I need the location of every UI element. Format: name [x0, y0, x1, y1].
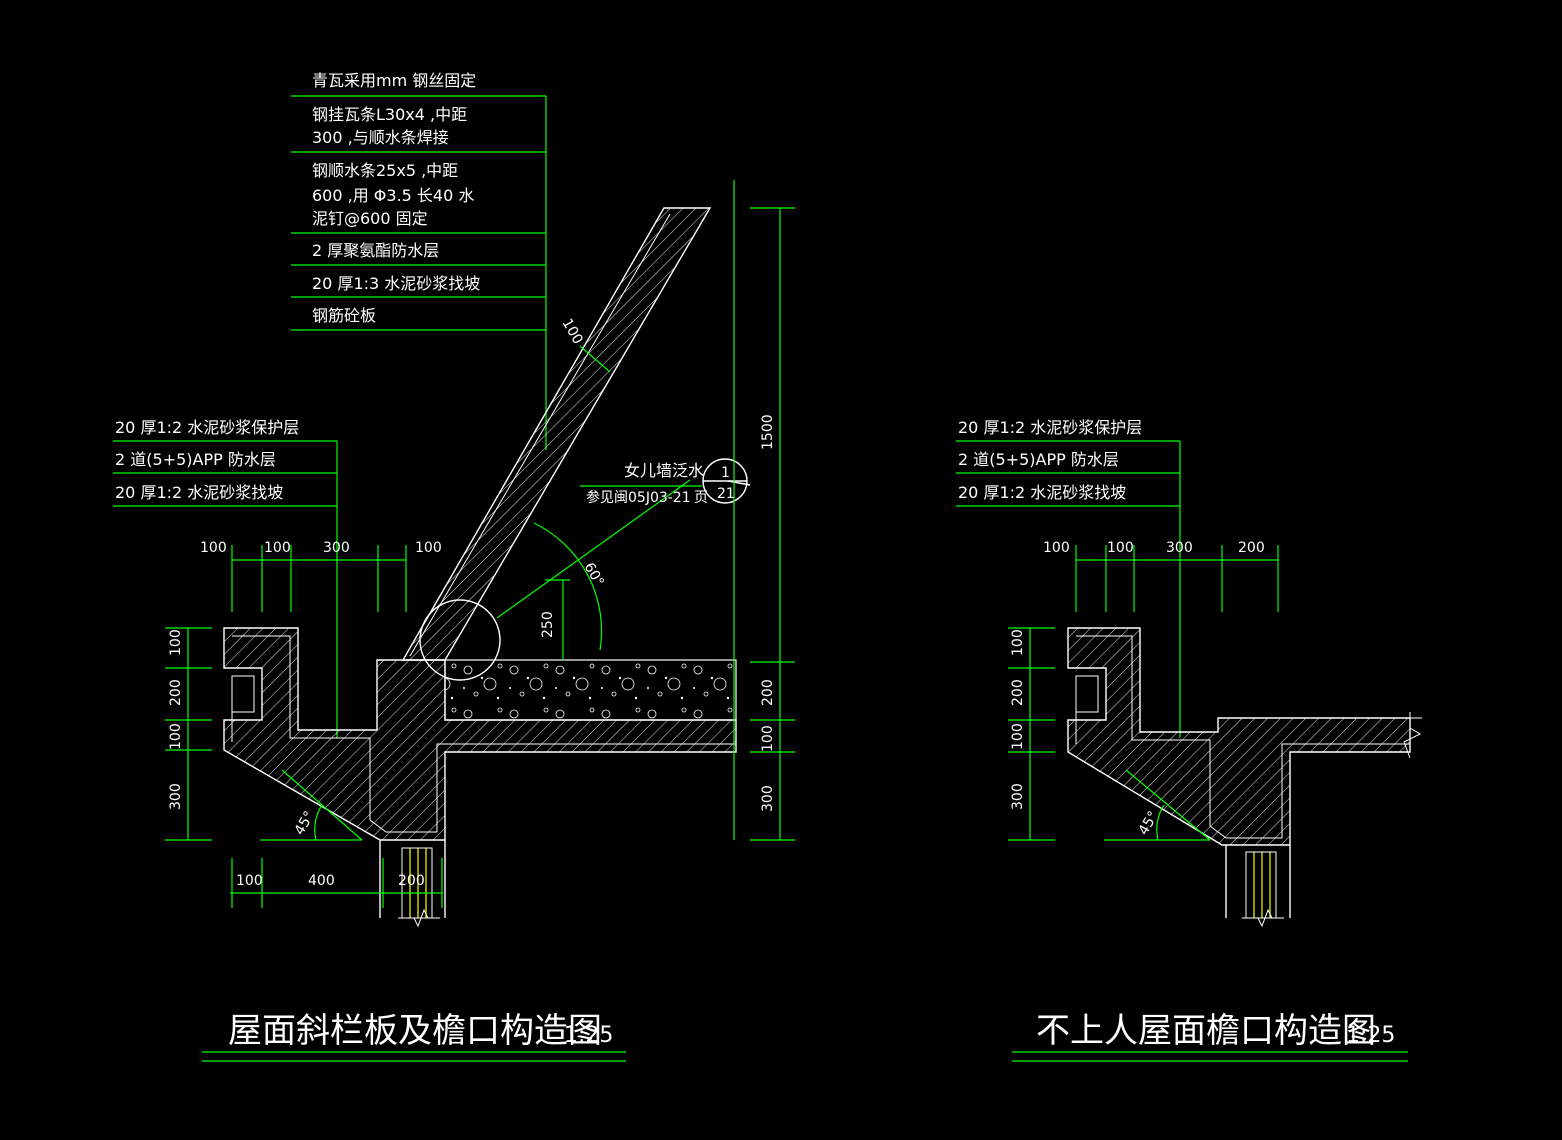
right-gutter-angle-mark [1104, 769, 1211, 841]
upper-note-leaders [291, 95, 547, 450]
eave-gutter-concrete [223, 627, 737, 841]
wall-below-left [379, 840, 446, 928]
right-left-vdim-4: 300 [1010, 783, 1026, 810]
right-break-line [1403, 712, 1422, 759]
height-1500-label: 1500 [760, 414, 776, 450]
right-vdims-labels: 200 100 300 [760, 679, 776, 812]
parapet-flashing-callout [580, 458, 751, 504]
right-note-3: 20 厚1:2 水泥砂浆找坡 [958, 483, 1126, 502]
lower-notes: 20 厚1:2 水泥砂浆保护层 2 道(5+5)APP 防水层 20 厚1:2 … [115, 418, 299, 502]
right-top-dimension-chain [1075, 545, 1279, 612]
right-top-dim-4: 200 [1238, 540, 1265, 556]
top-dim-4: 100 [415, 540, 442, 556]
reference-top: 1 [721, 465, 730, 481]
right-vdim-2: 100 [760, 725, 776, 752]
top-dimension-chain [231, 545, 407, 612]
angle-label: 60° [581, 560, 607, 590]
upper-note-1-line-1: 青瓦采用mm 钢丝固定 [312, 71, 476, 90]
bottom-dim-1: 100 [236, 873, 263, 889]
angle-construction [496, 345, 691, 660]
right-vdims-labels: 100 200 100 300 [1010, 629, 1026, 810]
bottom-dim-3: 200 [398, 873, 425, 889]
upper-notes: 青瓦采用mm 钢丝固定 钢挂瓦条L30x4 ,中距 300 ,与顺水条焊接 钢顺… [312, 71, 480, 325]
right-eave-concrete [1067, 627, 1411, 846]
reference-note: 参见闽05J03-21 [586, 489, 691, 506]
lower-note-leaders [113, 440, 338, 738]
insulation-layer [444, 659, 737, 721]
right-scale: 1:25 [1346, 1023, 1395, 1048]
slab-thickness-label: 100 [559, 316, 586, 347]
right-top-dim-2: 100 [1107, 540, 1134, 556]
upper-note-5: 20 厚1:3 水泥砂浆找坡 [312, 274, 480, 293]
upper-note-3-line-3: 泥钉@600 固定 [312, 209, 428, 228]
left-vdim-4: 300 [168, 783, 184, 810]
right-left-vdim-1: 100 [1010, 629, 1026, 656]
right-title-underline [1012, 1051, 1408, 1062]
left-vdim-1: 100 [168, 629, 184, 656]
right-vdim-1: 200 [760, 679, 776, 706]
upper-note-3-line-1: 钢顺水条25x5 ,中距 [312, 161, 458, 180]
rise-label: 250 [540, 611, 556, 638]
reference-bottom: 21 [717, 486, 735, 502]
bottom-dims-labels: 100 400 200 [236, 873, 425, 889]
gutter-angle-mark [260, 769, 363, 841]
right-top-dims-labels: 100 100 300 200 [1043, 540, 1265, 556]
right-notes: 20 厚1:2 水泥砂浆保护层 2 道(5+5)APP 防水层 20 厚1:2 … [958, 418, 1142, 502]
gutter-angle-label: 45° [292, 808, 318, 838]
bottom-dim-2: 400 [308, 873, 335, 889]
right-title: 不上人屋面檐口构造图 [1036, 1011, 1376, 1051]
left-detail: 青瓦采用mm 钢丝固定 钢挂瓦条L30x4 ,中距 300 ,与顺水条焊接 钢顺… [113, 71, 795, 1062]
right-left-dimension-chain [1008, 627, 1055, 841]
right-vdim-3: 300 [760, 785, 776, 812]
right-top-dim-1: 100 [1043, 540, 1070, 556]
right-left-vdim-3: 100 [1010, 723, 1026, 750]
parapet-note: 女儿墙泛水 [624, 461, 704, 480]
right-dimension-chain [733, 180, 795, 841]
bottom-dimension-chain [230, 858, 443, 908]
right-detail: 20 厚1:2 水泥砂浆保护层 2 道(5+5)APP 防水层 20 厚1:2 … [956, 418, 1422, 1062]
left-vdim-3: 100 [168, 723, 184, 750]
lower-note-3: 20 厚1:2 水泥砂浆找坡 [115, 483, 283, 502]
right-note-1: 20 厚1:2 水泥砂浆保护层 [958, 418, 1142, 437]
left-title-underline [202, 1051, 626, 1062]
left-vdims-labels: 100 200 100 300 [168, 629, 184, 810]
lower-note-2: 2 道(5+5)APP 防水层 [115, 450, 276, 469]
top-dim-3: 300 [323, 540, 350, 556]
right-gutter-angle-label: 45° [1136, 808, 1162, 838]
left-scale: 1:25 [564, 1023, 613, 1048]
upper-note-4: 2 厚聚氨酯防水层 [312, 241, 439, 260]
right-top-dim-3: 300 [1166, 540, 1193, 556]
upper-note-2-line-1: 钢挂瓦条L30x4 ,中距 [312, 105, 467, 124]
wall-below-right [1225, 845, 1291, 928]
left-dimension-chain [165, 627, 212, 841]
page-label: 页 [694, 490, 708, 506]
upper-note-3-line-2: 600 ,用 Φ3.5 长40 水 [312, 186, 474, 205]
top-dim-1: 100 [200, 540, 227, 556]
right-note-2: 2 道(5+5)APP 防水层 [958, 450, 1119, 469]
detail-circle [419, 599, 501, 681]
right-left-vdim-2: 200 [1010, 679, 1026, 706]
right-note-leaders [956, 440, 1181, 738]
upper-note-2-line-2: 300 ,与顺水条焊接 [312, 128, 449, 147]
left-vdim-2: 200 [168, 679, 184, 706]
top-dim-2: 100 [264, 540, 291, 556]
upper-note-6: 钢筋砼板 [312, 306, 376, 325]
left-title: 屋面斜栏板及檐口构造图 [228, 1011, 602, 1051]
top-dims-labels: 100 100 300 100 [200, 540, 442, 556]
lower-note-1: 20 厚1:2 水泥砂浆保护层 [115, 418, 299, 437]
